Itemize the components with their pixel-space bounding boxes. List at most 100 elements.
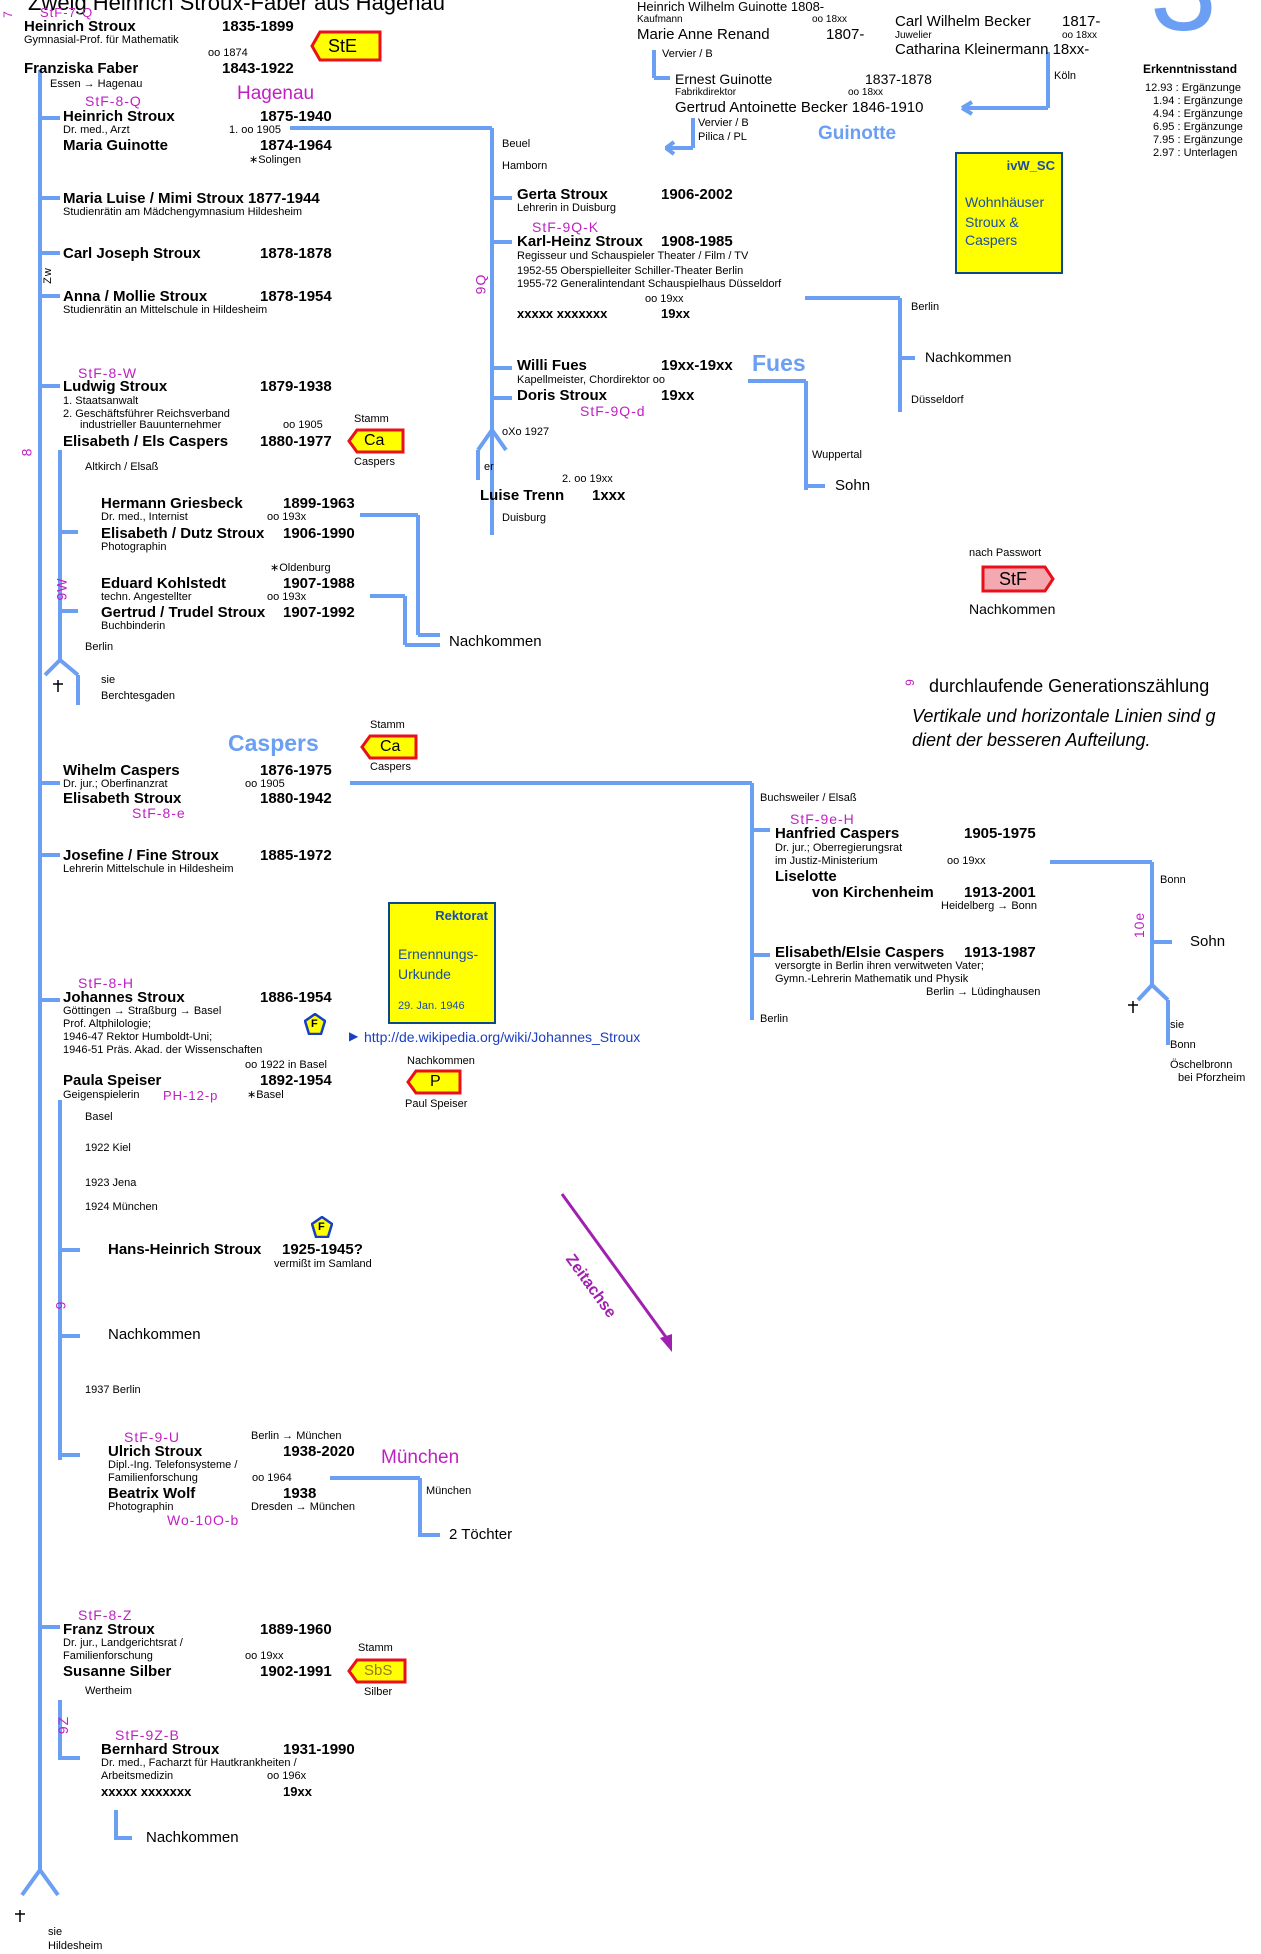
j-kiel: 1922 Kiel [85,1142,131,1154]
rektorat-header: Rektorat [435,908,488,923]
ulrich-years: 1938-2020 [283,1443,355,1460]
susanne-name: Susanne Silber [63,1663,172,1680]
paula-prof: Geigenspielerin [63,1089,140,1101]
griesbeck-prof: Dr. med., Internist [101,511,188,523]
dutz-prof: Photographin [101,541,167,553]
kh-prof2: 1952-55 Oberspielleiter Schiller-Theater… [517,265,744,277]
gen7-spouse: Franziska Faber [24,60,139,77]
dutz-years: 1906-1990 [283,525,355,542]
beatrix-years: 1938 [283,1485,317,1502]
kh-nachkommen: Nachkommen [925,349,1012,365]
caspers-ca-tag[interactable]: Ca [360,734,418,760]
bernhard-spouse-years: 19xx [283,1784,312,1799]
ernest-prof: Fabrikdirektor [675,87,737,98]
carl-joseph-name: Carl Joseph Stroux [63,245,201,262]
hans-heinrich-name: Hans-Heinrich Stroux [108,1241,262,1258]
nine-symbol: 9 [902,678,917,686]
trudel-prof: Buchbinderin [101,620,166,632]
gen7-prof: Gymnasial-Prof. für Mathematik [24,34,179,46]
generation-note: durchlaufende Generationszählung [929,676,1210,696]
ivw-note-line2: Stroux & [965,214,1019,230]
ernest-place1: Vervier / B [698,117,749,129]
hanfried-prof1: Dr. jur.; Oberregierungsrat [775,842,903,854]
johannes-prof3: 1946-47 Rektor Humboldt-Uni; [63,1031,213,1043]
p-tag[interactable]: P [406,1069,462,1095]
ludwig-marriage: oo 1905 [283,419,323,431]
hans-heinrich-note: vermißt im Samland [274,1258,372,1270]
ludwig-spouse: Elisabeth / Els Caspers [63,433,229,450]
ludwig-spouse-years: 1880-1977 [260,433,332,450]
guinotte-heading: Guinotte [818,123,897,144]
caspers-sub: Caspers [370,761,411,773]
caspers-ca-tag-label: Ca [380,738,401,755]
er: er [484,461,494,473]
elsie-prof3: Berlin → Lüdinghausen [926,986,1041,998]
j-nachkommen: Nachkommen [108,1326,201,1343]
big-number: 3 [1150,0,1217,56]
top-center-6: Vervier / B [662,48,713,60]
buchsweiler: Buchsweiler / Elsaß [760,792,857,804]
ste-tag-shape [310,30,382,62]
johannes-prof1: Göttingen → Straßburg → Basel [63,1005,222,1017]
hh-f-icon[interactable]: F [311,1216,333,1238]
bernhard-spouse: xxxxx xxxxxxx [101,1784,192,1799]
fues-prof: Kapellmeister, Chordirektor oo [517,374,665,386]
e-pforzheim: bei Pforzheim [1178,1072,1246,1084]
fues-sohn: Sohn [835,477,871,494]
f-icon-label: F [311,1018,318,1030]
rektorat-note[interactable]: Rektorat Ernennungs- Urkunde 29. Jan. 19… [388,902,496,1024]
wikipedia-link[interactable]: http://de.wikipedia.org/wiki/Johannes_St… [364,1029,641,1045]
kh-spouse: xxxxx xxxxxxx [517,306,608,321]
gen8-number: 8 [18,447,35,457]
hamborn: Hamborn [502,160,548,172]
kh-code: StF-9Q-K [532,219,600,235]
beatrix-prof: Photographin [108,1501,174,1513]
wuppertal: Wuppertal [812,449,862,461]
rektorat-line1: Ernennungs- [398,946,479,962]
ulrich-place: Berlin → München [251,1430,342,1442]
f-icon-shape [311,1216,333,1238]
caspers-stamm: Stamm [370,719,405,731]
anna-name: Anna / Mollie Stroux [63,288,208,305]
bernhard-code: StF-9Z-B [115,1727,180,1743]
w-sie: sie [101,674,116,686]
sbs-tag[interactable]: SbS [347,1658,407,1684]
gen9z-number: 9Z [55,1715,72,1735]
top-right-1: Carl Wilhelm Becker [895,13,1031,30]
johannes-name: Johannes Stroux [63,989,185,1006]
e-sie: sie [1170,1019,1185,1031]
stf-tag[interactable]: StF [981,565,1055,593]
kh-berlin: Berlin [911,301,940,313]
rektorat-line2: Urkunde [398,966,451,982]
ivw-note-line1: Wohnhäuser [965,194,1045,210]
fues-years: 19xx-19xx [661,357,733,374]
p-sub: Paul Speiser [405,1098,468,1110]
johannes-f-icon[interactable]: F [304,1013,326,1035]
ca-tag[interactable]: Ca [347,428,405,454]
ivw-note-header: ivW_SC [1006,158,1055,173]
paula-code: PH-12-p [163,1088,219,1103]
beatrix-place: Dresden → München [251,1501,355,1513]
ulrich-name: Ulrich Stroux [108,1443,203,1460]
wilhelm-caspers-marriage: oo 1905 [245,778,285,790]
bottom-hildesheim: Hildesheim [48,1940,103,1952]
e-bonn: Bonn [1170,1039,1196,1051]
liselotte-years: 1913-2001 [964,884,1036,901]
ernest-place2: Pilica / PL [698,131,747,143]
j-muenchen: 1924 München [85,1201,158,1213]
f-icon-shape [304,1013,326,1035]
ivw-note[interactable]: ivW_SC Wohnhäuser Stroux & Caspers [955,152,1063,274]
ernest-name: Ernest Guinotte [675,71,773,87]
elsie-name: Elisabeth/Elsie Caspers [775,944,945,961]
top-right-2: 1817- [1062,13,1101,30]
kh-marriage: oo 19xx [645,293,684,305]
heinrich-marriage: 1. oo 1905 [229,124,281,136]
kohlstedt-prof: techn. Angestellter [101,591,192,603]
franz-marriage: oo 19xx [245,1650,284,1662]
legend-item: 7.95 : Ergänzunge [1153,134,1243,146]
ste-tag[interactable]: StE [310,30,382,62]
ludwig-place: Altkirch / Elsaß [85,461,159,473]
ludwig-prof2: 2. Geschäftsführer Reichsverband [63,408,230,420]
gen7-name: Heinrich Stroux [24,18,136,35]
ludwig-prof1: 1. Staatsanwalt [63,395,139,407]
